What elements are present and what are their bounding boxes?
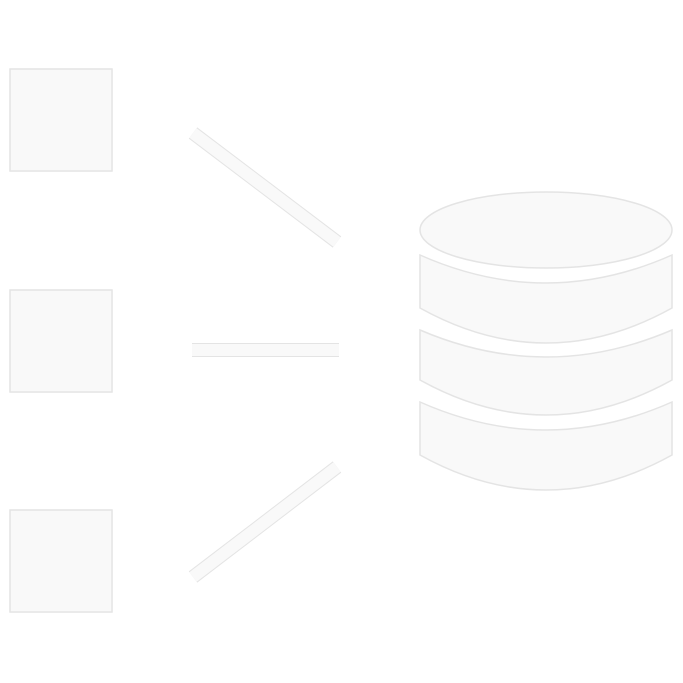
source-block-top xyxy=(9,68,113,172)
source-block-bottom xyxy=(9,509,113,613)
database-top xyxy=(419,191,673,269)
database-icon xyxy=(419,191,673,491)
source-block-middle xyxy=(9,289,113,393)
connector-bottom xyxy=(189,462,341,582)
database-layer-3 xyxy=(419,400,673,491)
connector-top xyxy=(189,128,341,247)
database-layer-2 xyxy=(419,328,673,416)
database-layer-1 xyxy=(419,253,673,344)
connectors xyxy=(188,127,342,583)
